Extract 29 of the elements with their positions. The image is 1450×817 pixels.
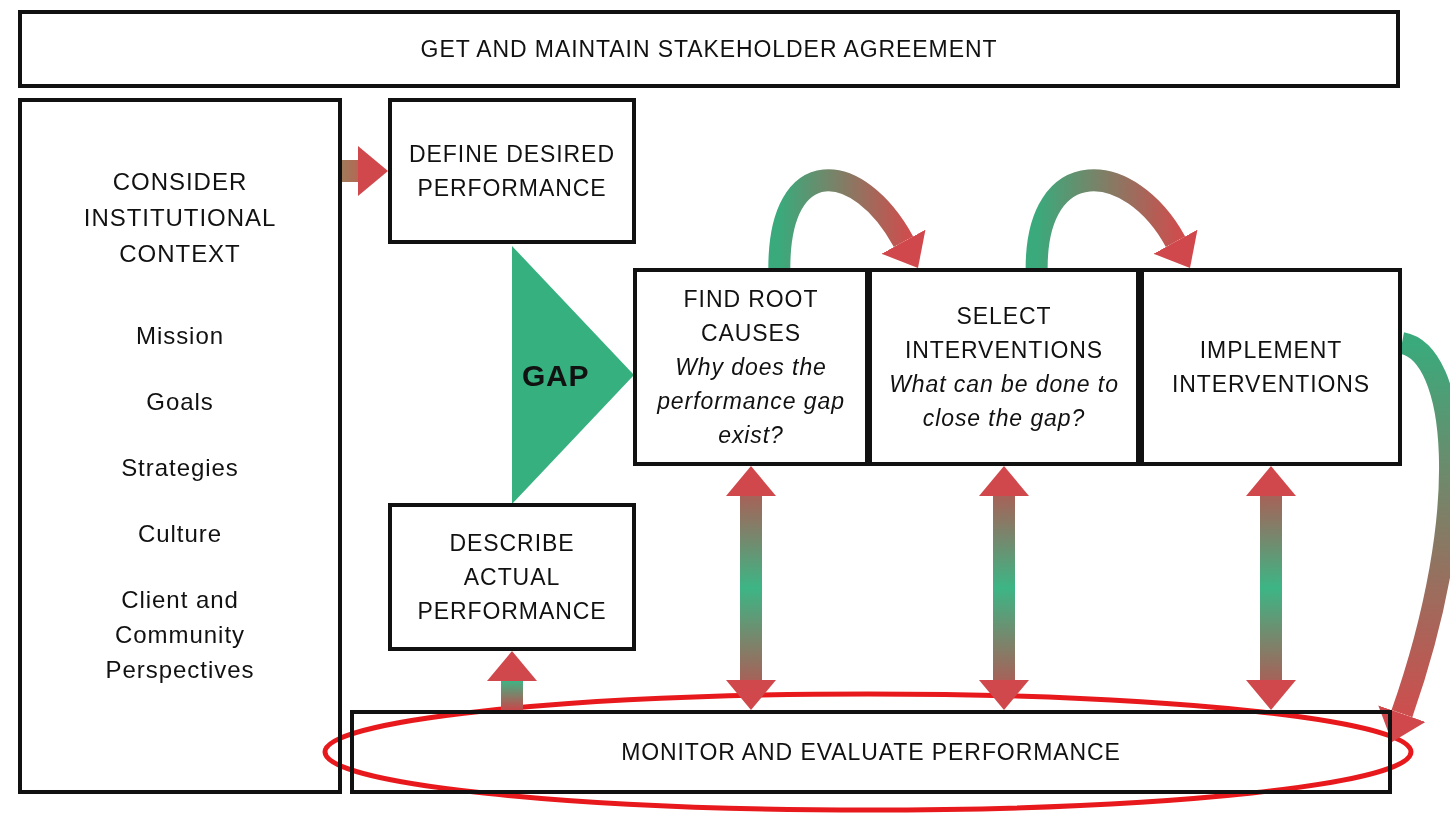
- context-item: Goals: [145, 387, 215, 417]
- step-title: IMPLEMENT INTERVENTIONS: [1170, 336, 1372, 399]
- step-title: GET AND MAINTAIN STAKEHOLDER AGREEMENT: [420, 35, 998, 64]
- context-item: Client and Community Perspectives: [104, 585, 256, 685]
- process-box: [388, 98, 636, 244]
- step-title: SELECT INTERVENTIONS: [903, 302, 1105, 365]
- context-item: Mission: [134, 321, 226, 351]
- step-title: FIND ROOT CAUSES: [682, 285, 820, 348]
- context-item: Strategies: [120, 453, 240, 483]
- arrow: [726, 466, 776, 710]
- context-heading: CONSIDER INSTITUTIONAL CONTEXT: [82, 167, 278, 269]
- guiding-question: What can be done to close the gap?: [888, 370, 1120, 433]
- step-title: MONITOR AND EVALUATE PERFORMANCE: [621, 738, 1121, 767]
- step-title: DEFINE DESIRED PERFORMANCE: [408, 140, 616, 203]
- process-box: [868, 268, 1140, 466]
- arrow: [979, 466, 1029, 710]
- process-box: [1140, 268, 1402, 466]
- arrow: [342, 146, 388, 196]
- guiding-question: Why does the performance gap exist?: [655, 353, 846, 450]
- process-box: [350, 710, 1392, 794]
- step-title: DESCRIBE ACTUAL PERFORMANCE: [416, 529, 608, 626]
- process-box: [18, 98, 342, 794]
- gap-label: GAP: [522, 357, 590, 394]
- context-item: Culture: [136, 519, 224, 549]
- arrow: [487, 651, 537, 710]
- process-box: [633, 268, 869, 466]
- process-box: [388, 503, 636, 651]
- process-box: [18, 10, 1400, 88]
- arrow: [1246, 466, 1296, 710]
